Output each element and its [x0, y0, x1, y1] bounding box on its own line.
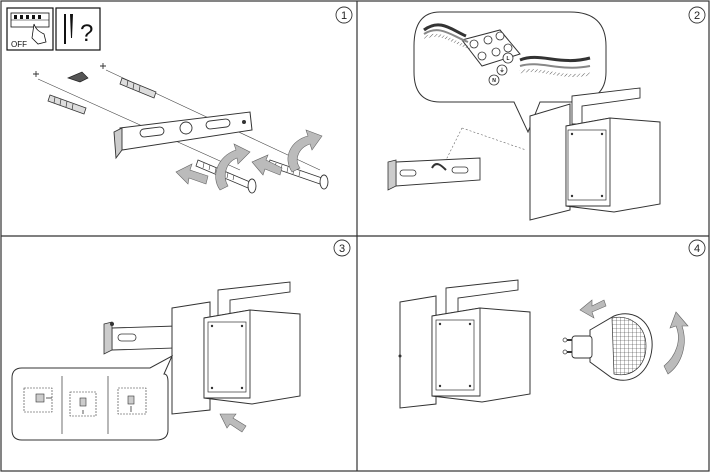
panel-1-number: 1 — [335, 6, 353, 24]
lamp-fixture — [529, 87, 661, 221]
breaker-off-icon: OFF — [6, 7, 54, 51]
wall-plug-icon — [47, 94, 87, 115]
rotate-arrow-icon — [287, 129, 323, 173]
svg-text:1: 1 — [341, 10, 347, 22]
panel-1: OFF ? — [6, 7, 329, 194]
arrow-icon — [175, 163, 209, 185]
rotate-arrow-icon — [215, 143, 251, 191]
anchor-icon — [67, 71, 89, 83]
mounting-bracket — [113, 111, 253, 160]
panel-4 — [398, 279, 689, 409]
lamp-fixture — [171, 281, 301, 415]
lamp-fixture — [398, 279, 531, 409]
svg-text:2: 2 — [694, 10, 700, 22]
tools-icon: ? — [55, 7, 101, 51]
svg-text:OFF: OFF — [11, 40, 27, 49]
panel-2: L ⏚ N — [387, 11, 661, 221]
drill-mark-icon — [33, 71, 39, 77]
panel-2-number: 2 — [688, 6, 706, 24]
svg-text:4: 4 — [694, 243, 700, 255]
arrow-icon — [579, 299, 607, 319]
lamp-wire — [519, 55, 591, 63]
supply-wire — [423, 23, 467, 38]
panel-4-number: 4 — [688, 239, 706, 257]
neutral-label: N — [488, 74, 500, 86]
panel-3-number: 3 — [333, 239, 351, 257]
earth-label: ⏚ — [496, 64, 508, 76]
panel-3 — [11, 281, 301, 441]
gu10-bulb-icon — [562, 313, 653, 381]
svg-text:⏚: ⏚ — [499, 67, 504, 74]
wall-plug-icon — [119, 77, 157, 99]
svg-text:?: ? — [80, 20, 93, 47]
mounted-bracket — [103, 321, 177, 355]
arrow-icon — [219, 413, 247, 433]
svg-text:N: N — [492, 78, 496, 84]
screw-detail-callout — [11, 354, 174, 441]
screw-icon — [267, 159, 329, 190]
rotate-arrow-icon — [663, 311, 689, 375]
mounted-bracket — [387, 157, 481, 191]
svg-text:L: L — [506, 56, 509, 62]
live-label: L — [502, 52, 514, 64]
svg-text:3: 3 — [339, 243, 345, 255]
drill-mark-icon — [100, 63, 106, 69]
arrow-icon — [251, 154, 283, 176]
